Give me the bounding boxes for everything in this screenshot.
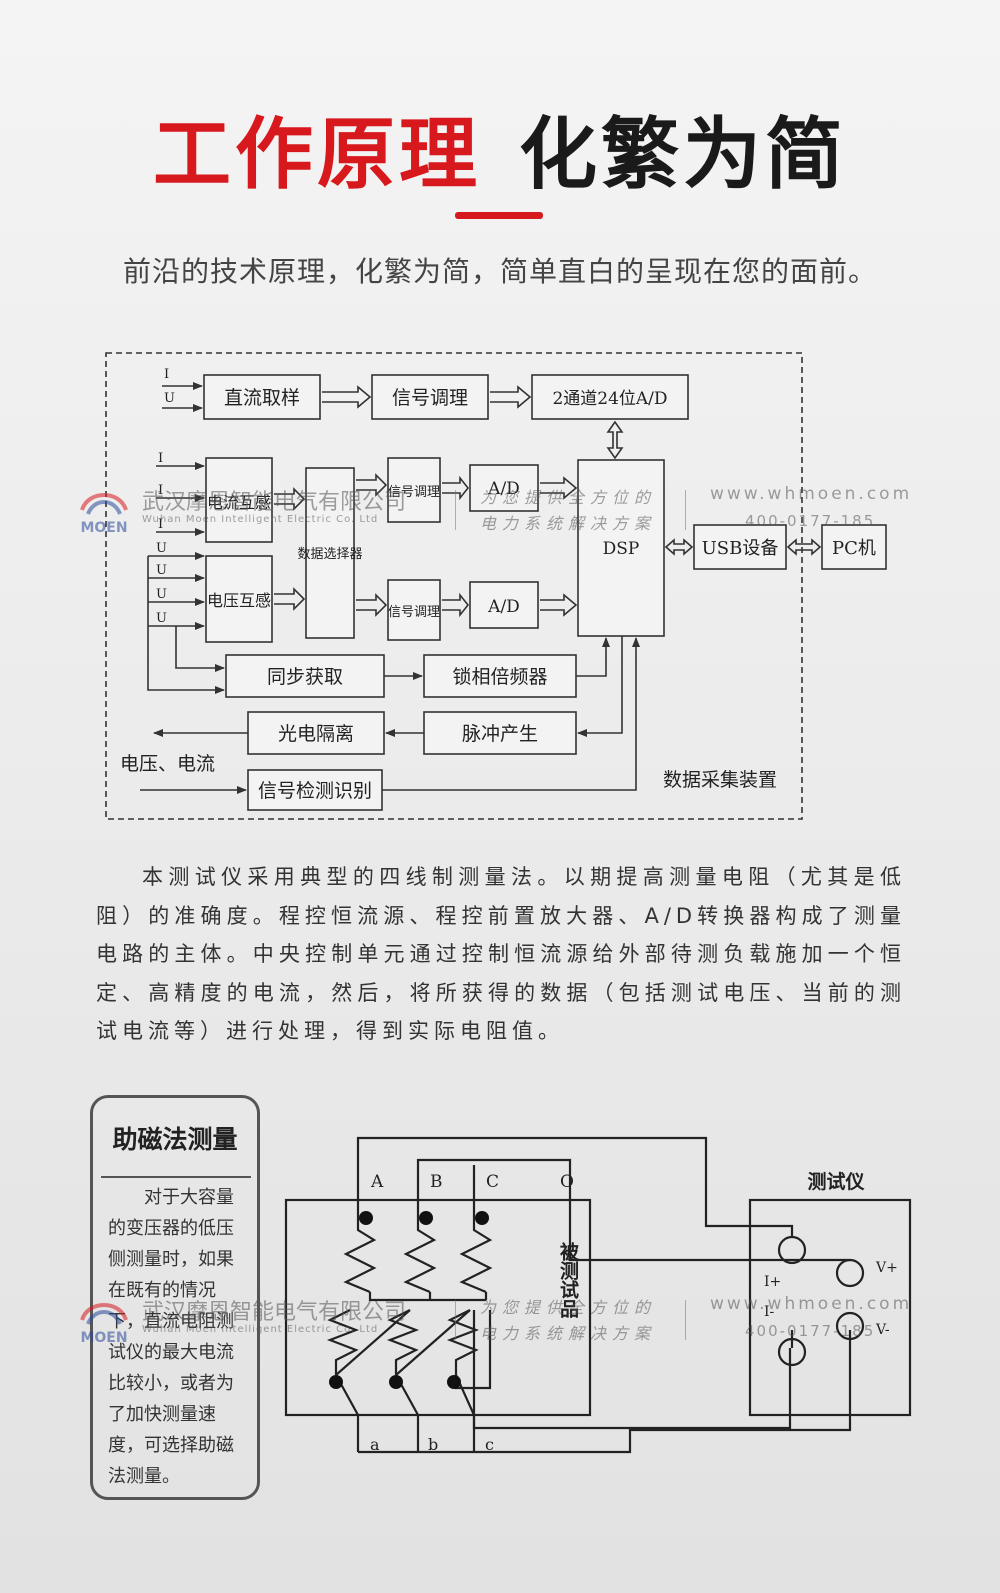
label-detect: 信号检测识别 bbox=[258, 780, 372, 802]
label-device: 数据采集装置 bbox=[663, 769, 777, 791]
tester-terminal-i-minus: I- bbox=[764, 1304, 775, 1320]
label-data-selector: 数据选择器 bbox=[297, 547, 362, 562]
tester-label: 测试仪 bbox=[807, 1171, 865, 1193]
input-label-u-3: U bbox=[156, 587, 167, 602]
label-opto: 光电隔离 bbox=[278, 723, 354, 745]
watermark-phone: 400-0177-185 bbox=[745, 1322, 876, 1340]
block-usb bbox=[693, 524, 787, 570]
tester-terminal-v-plus: V+ bbox=[875, 1260, 898, 1276]
block-ad-24bit bbox=[531, 374, 689, 420]
watermark-separator bbox=[685, 490, 686, 530]
label-vi: 电压、电流 bbox=[120, 753, 215, 775]
aux-title: 助磁法测量 bbox=[112, 1125, 238, 1154]
label-dc-sample: 直流取样 bbox=[224, 387, 300, 409]
lv-terminal-a: a bbox=[370, 1435, 380, 1454]
watermark-company-en: Wuhan Moen Intelligent Electric Co. Ltd bbox=[142, 514, 379, 525]
watermark-slogan-1: 为您提供全方位的 bbox=[480, 1298, 657, 1317]
label-dsp: DSP bbox=[603, 539, 640, 559]
dut-label: 被测试品 bbox=[557, 1241, 579, 1318]
terminal-v-minus bbox=[835, 1311, 865, 1341]
title-black: 化繁为简 bbox=[519, 110, 848, 200]
moen-logo-icon: MOEN bbox=[80, 1303, 128, 1346]
block-signal-cond-2 bbox=[387, 457, 441, 523]
input-label-i-2: I bbox=[158, 483, 163, 498]
watermark-slogan-1: 为您提供全方位的 bbox=[480, 488, 657, 507]
input-label-u-1: U bbox=[156, 541, 167, 556]
input-label-i-1: I bbox=[158, 451, 163, 466]
hv-terminal-b: B bbox=[430, 1172, 443, 1192]
label-signal-cond-3: 信号调理 bbox=[388, 605, 440, 620]
hv-terminal-a: A bbox=[370, 1172, 384, 1192]
title-divider bbox=[455, 212, 543, 219]
watermark-banner: MOEN 武汉摩恩智能电气有限公司 Wuhan Moen Intelligent… bbox=[60, 478, 960, 542]
terminal-v-plus bbox=[835, 1258, 865, 1288]
watermark-separator bbox=[455, 1300, 456, 1340]
label-pll: 锁相倍频器 bbox=[452, 666, 547, 688]
hv-terminal-o: O bbox=[560, 1172, 574, 1192]
wiring-diagram: A B C O a b c 测试仪 I+ I- V+ V- 被测试品 bbox=[270, 1130, 930, 1470]
title-red: 工作原理 bbox=[152, 110, 481, 200]
watermark-url: www.whmoen.com bbox=[710, 484, 913, 504]
watermark-phone: 400-0177-185 bbox=[745, 512, 876, 530]
block-sync bbox=[225, 654, 385, 698]
lv-terminal-c: c bbox=[485, 1435, 494, 1454]
block-dsp bbox=[577, 459, 665, 637]
label-sync: 同步获取 bbox=[267, 666, 343, 688]
label-ad-3: A/D bbox=[487, 597, 520, 617]
aux-divider bbox=[101, 1176, 251, 1178]
label-pulse: 脉冲产生 bbox=[462, 723, 538, 745]
block-diagram: I U I I I U U U U 直流取样 信号调理 2通道24位A/D 电流… bbox=[100, 350, 920, 830]
block-signal-cond-1 bbox=[371, 374, 489, 420]
label-current-transformer: 电流互感 bbox=[207, 493, 271, 512]
moen-logo-icon: MOEN bbox=[80, 493, 128, 536]
input-label-i-top: I bbox=[164, 367, 169, 382]
svg-text:MOEN: MOEN bbox=[80, 520, 127, 536]
block-data-selector bbox=[305, 467, 355, 639]
block-current-transformer bbox=[205, 457, 273, 543]
input-label-u-4: U bbox=[156, 611, 167, 626]
input-label-u-top: U bbox=[164, 391, 175, 406]
label-signal-cond-1: 信号调理 bbox=[392, 387, 468, 409]
block-voltage-transformer bbox=[205, 555, 273, 643]
block-ad-2 bbox=[469, 464, 539, 512]
label-pc: PC机 bbox=[832, 538, 876, 559]
watermark-company: 武汉摩恩智能电气有限公司 bbox=[142, 490, 407, 515]
label-ad-2: A/D bbox=[487, 479, 520, 499]
aux-text: 对于大容量的变压器的低压侧测量时，如果在既有的情况下，直流电阻测试仪的最大电流比… bbox=[108, 1187, 234, 1487]
label-usb: USB设备 bbox=[702, 538, 779, 559]
svg-text:MOEN: MOEN bbox=[80, 1330, 127, 1346]
watermark-separator bbox=[455, 490, 456, 530]
block-dc-sample bbox=[203, 374, 321, 420]
lv-terminal-b: b bbox=[428, 1435, 438, 1454]
block-pc bbox=[821, 524, 887, 570]
watermark-separator bbox=[685, 1300, 686, 1340]
transformer-box bbox=[284, 1198, 592, 1417]
tester-terminal-i-plus: I+ bbox=[764, 1274, 781, 1290]
watermark-banner: MOEN 武汉摩恩智能电气有限公司 Wuhan Moen Intelligent… bbox=[60, 1288, 960, 1352]
label-signal-cond-2: 信号调理 bbox=[388, 485, 440, 500]
tester-box bbox=[748, 1198, 912, 1417]
watermark-company-en: Wuhan Moen Intelligent Electric Co. Ltd bbox=[142, 1324, 379, 1335]
input-label-i-3: I bbox=[158, 517, 163, 532]
terminal-i-minus bbox=[777, 1337, 807, 1367]
subtitle: 前沿的技术原理，化繁为简，简单直白的呈现在您的面前。 bbox=[122, 255, 877, 288]
block-pulse bbox=[423, 711, 577, 755]
block-ad-3 bbox=[469, 581, 539, 629]
watermark-slogan-2: 电力系统解决方案 bbox=[480, 514, 657, 533]
terminal-i-plus bbox=[777, 1235, 807, 1265]
hv-terminal-c: C bbox=[486, 1172, 499, 1192]
device-frame bbox=[105, 352, 803, 820]
watermark-company: 武汉摩恩智能电气有限公司 bbox=[142, 1300, 407, 1325]
aux-magnetization-card: 助磁法测量 对于大容量的变压器的低压侧测量时，如果在既有的情况下，直流电阻测试仪… bbox=[90, 1095, 260, 1500]
block-signal-cond-3 bbox=[387, 579, 441, 641]
description-paragraph: 本测试仪采用典型的四线制测量法。以期提高测量电阻（尤其是低阻）的准确度。程控恒流… bbox=[96, 865, 906, 1043]
watermark-url: www.whmoen.com bbox=[710, 1294, 913, 1314]
tester-terminal-v-minus: V- bbox=[875, 1322, 890, 1338]
input-label-u-2: U bbox=[156, 563, 167, 578]
page-title: 工作原理化繁为简 bbox=[0, 92, 1000, 204]
label-voltage-transformer: 电压互感 bbox=[207, 591, 271, 610]
label-ad-24bit: 2通道24位A/D bbox=[552, 389, 667, 409]
watermark-slogan-2: 电力系统解决方案 bbox=[480, 1324, 657, 1343]
